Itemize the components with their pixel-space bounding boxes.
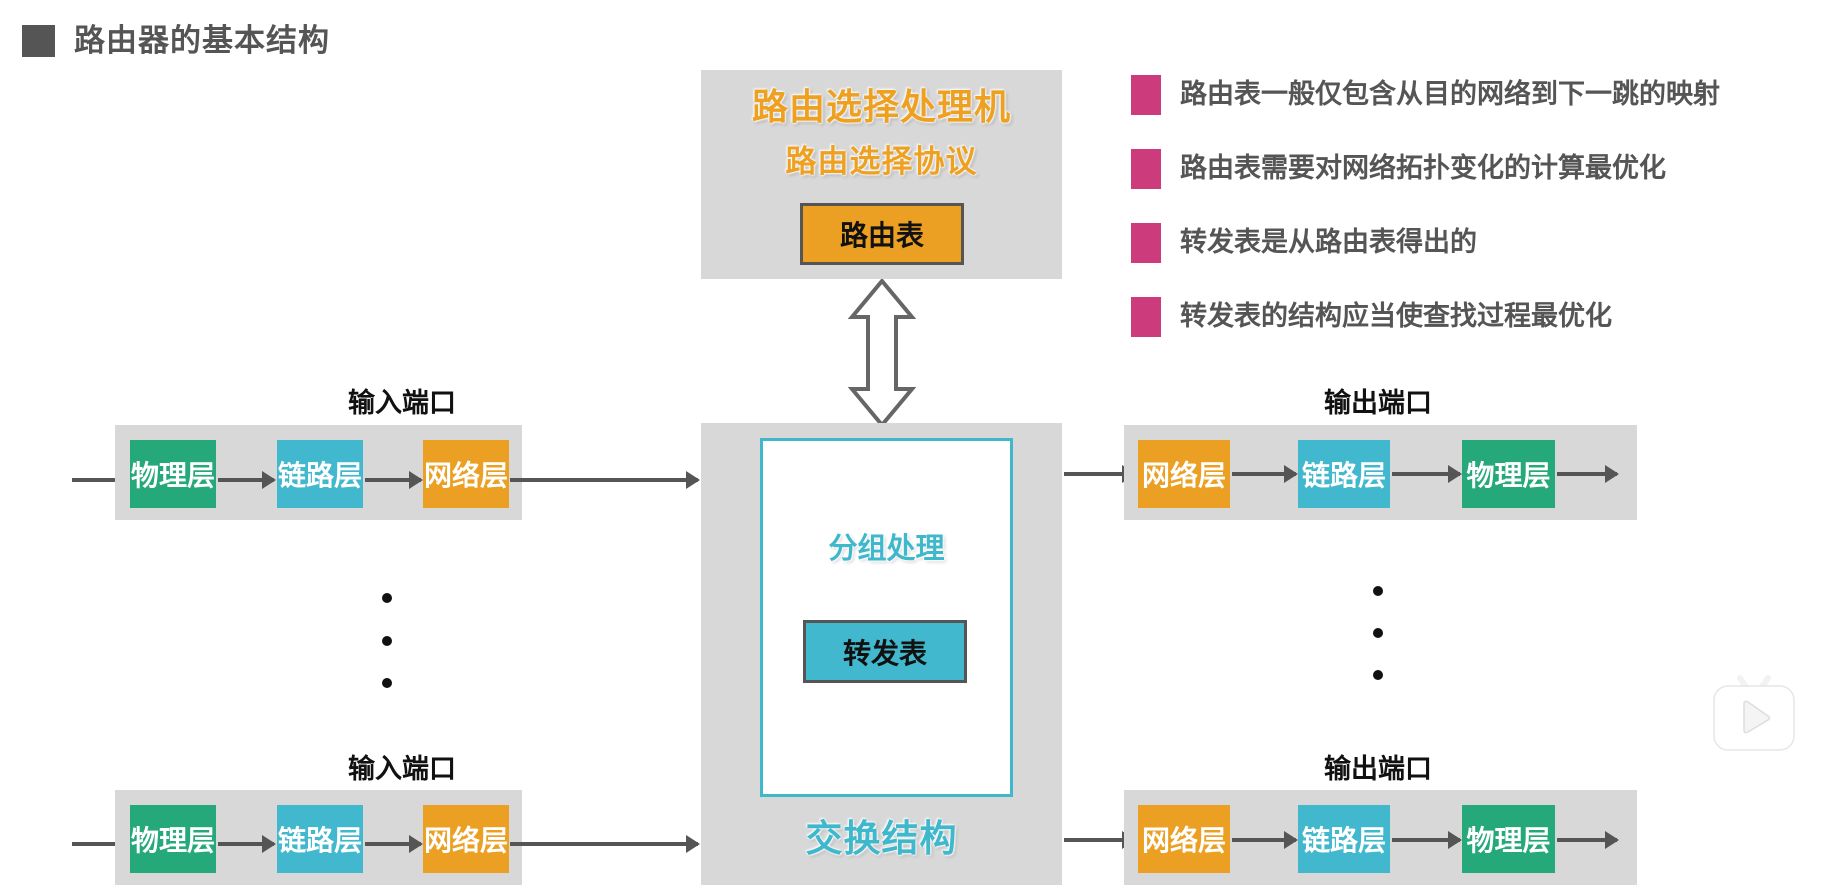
bullet-square-icon: [1131, 297, 1161, 337]
bullet-square-icon: [1131, 149, 1161, 189]
input-port-label: 输入端口: [348, 754, 456, 785]
bidirectional-arrow-icon: [847, 279, 917, 427]
ellipsis-dot: [1373, 628, 1383, 638]
ellipsis-dot: [1373, 670, 1383, 680]
ellipsis-dot: [382, 678, 392, 688]
routing-protocol-label: 路由选择协议: [785, 144, 978, 180]
bullet-item: 转发表是从路由表得出的: [1180, 227, 1477, 258]
network-layer-box: 网络层: [1138, 805, 1230, 873]
output-port-panel: 网络层 链路层 物理层: [1124, 425, 1637, 520]
ellipsis-dot: [382, 636, 392, 646]
arrow-icon: [510, 471, 700, 489]
arrow-icon: [1392, 831, 1462, 849]
output-port-panel: 网络层 链路层 物理层: [1124, 790, 1637, 885]
bullet-item: 转发表的结构应当使查找过程最优化: [1180, 301, 1612, 332]
bullet-item: 路由表一般仅包含从目的网络到下一跳的映射: [1180, 79, 1720, 110]
packet-processing-panel: 分组处理 转发表: [760, 438, 1013, 797]
bullet-square-icon: [1131, 223, 1161, 263]
arrow-icon: [1232, 831, 1298, 849]
link-layer-box: 链路层: [1298, 440, 1390, 508]
physical-layer-box: 物理层: [130, 805, 216, 873]
output-port-label: 输出端口: [1324, 388, 1432, 419]
routing-processor-title: 路由选择处理机: [751, 87, 1011, 128]
bilibili-tv-play-icon[interactable]: [1712, 672, 1796, 752]
switch-fabric-title: 交换结构: [805, 817, 958, 860]
forwarding-table-label: 转发表: [842, 636, 927, 670]
title-square-icon: [22, 25, 55, 57]
arrow-icon: [218, 835, 276, 853]
arrow-icon: [1557, 465, 1619, 483]
physical-layer-box: 物理层: [130, 440, 216, 508]
arrow-icon: [1557, 831, 1619, 849]
ellipsis-dot: [382, 593, 392, 603]
arrow-icon: [218, 471, 276, 489]
link-layer-box: 链路层: [1298, 805, 1390, 873]
arrow-icon: [365, 471, 423, 489]
link-layer-box: 链路层: [277, 440, 363, 508]
routing-processor-panel: 路由选择处理机 路由选择协议 路由表: [701, 70, 1062, 279]
network-layer-box: 网络层: [423, 440, 509, 508]
switch-fabric-panel: 分组处理 转发表 交换结构: [701, 423, 1062, 885]
bullet-square-icon: [1131, 75, 1161, 115]
arrow-icon: [1232, 465, 1298, 483]
page-title: 路由器的基本结构: [74, 23, 330, 59]
arrow-icon: [1392, 465, 1462, 483]
routing-table-label: 路由表: [839, 219, 924, 252]
packet-processing-label: 分组处理: [828, 531, 945, 565]
routing-table-box: 路由表: [800, 203, 964, 265]
arrow-icon: [365, 835, 423, 853]
forwarding-table-box: 转发表: [803, 620, 967, 683]
link-layer-box: 链路层: [277, 805, 363, 873]
network-layer-box: 网络层: [1138, 440, 1230, 508]
bullet-item: 路由表需要对网络拓扑变化的计算最优化: [1180, 153, 1666, 184]
input-port-panel: 物理层 链路层 网络层: [115, 425, 522, 520]
physical-layer-box: 物理层: [1462, 440, 1555, 508]
network-layer-box: 网络层: [423, 805, 509, 873]
output-port-label: 输出端口: [1324, 754, 1432, 785]
ellipsis-dot: [1373, 586, 1383, 596]
input-port-label: 输入端口: [348, 388, 456, 419]
input-port-panel: 物理层 链路层 网络层: [115, 790, 522, 885]
arrow-icon: [510, 835, 700, 853]
physical-layer-box: 物理层: [1462, 805, 1555, 873]
